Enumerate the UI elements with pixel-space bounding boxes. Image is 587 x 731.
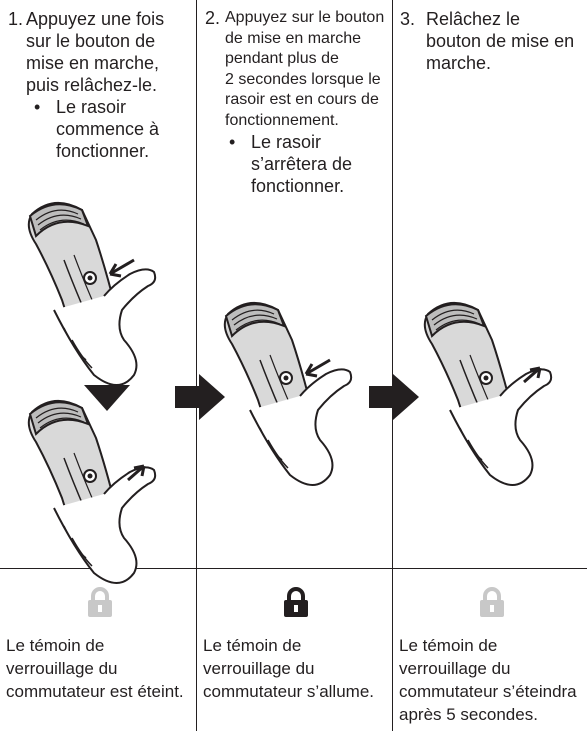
lock-icon — [480, 587, 504, 617]
column-divider — [392, 0, 393, 731]
step-line: fonctionnement. — [225, 111, 339, 129]
step-line: Relâchez le — [426, 9, 521, 29]
step-line: puis relâchez-le. — [26, 75, 158, 95]
step-line: sur le bouton de — [26, 31, 156, 51]
step-line: 2 secondes lorsque le — [225, 70, 381, 88]
step-line: Appuyez une fois — [26, 9, 165, 29]
step-1-instructions: 1. Appuyez une fois sur le bouton de mis… — [8, 8, 194, 162]
step-number: 3. — [400, 9, 416, 29]
bullet-line: s’arrêtera de — [251, 154, 353, 174]
indicator-line: commutateur s’allume. — [203, 682, 375, 701]
indicator-line: Le témoin de — [399, 636, 498, 655]
step-number: 2. — [205, 8, 221, 28]
indicator-line: verrouillage du — [203, 659, 315, 678]
step-3-instructions: 3. Relâchez le bouton de mise en marche. — [400, 8, 586, 74]
bullet-dot: • — [229, 132, 236, 152]
right-arrow-icon — [369, 374, 419, 420]
indicator-line: Le témoin de — [6, 636, 105, 655]
lock-icon — [88, 587, 112, 617]
indicator-line: commutateur s’éteindra — [399, 682, 577, 701]
indicator-line: après 5 secondes. — [399, 705, 538, 724]
release-arrow-icon — [127, 464, 146, 482]
indicator-line: verrouillage du — [399, 659, 511, 678]
shaver-release-illustration — [27, 399, 157, 584]
press-arrow-icon — [108, 258, 135, 278]
bullet-line: fonctionner. — [56, 141, 150, 161]
right-arrow-icon — [175, 374, 225, 420]
indicator-3-text: Le témoin de verrouillage du commutateur… — [399, 634, 587, 726]
step-line: pendant plus de — [225, 50, 339, 67]
indicator-line: commutateur est éteint. — [6, 682, 184, 701]
lock-icon — [284, 587, 308, 617]
step-number: 1. — [8, 9, 24, 29]
indicator-2-text: Le témoin de verrouillage du commutateur… — [203, 634, 393, 703]
column-divider — [196, 0, 197, 731]
shaver-release-illustration — [423, 301, 553, 486]
row-divider — [0, 568, 587, 569]
bullet-line: Le rasoir — [56, 97, 127, 117]
bullet-line: fonctionner. — [251, 176, 345, 196]
shaver-hold-illustration — [223, 301, 353, 486]
step-2-instructions: 2. Appuyez sur le bouton de mise en marc… — [205, 8, 391, 197]
step-line: rasoir est en cours de — [225, 91, 379, 108]
step-line: bouton de mise en — [426, 31, 575, 51]
bullet-line: Le rasoir — [251, 132, 322, 152]
indicator-line: Le témoin de — [203, 636, 302, 655]
shaver-press-illustration — [27, 201, 157, 386]
release-arrow-icon — [523, 366, 542, 384]
step-line: marche. — [426, 53, 492, 73]
step-line: de mise en marche — [225, 29, 362, 47]
step-line: mise en marche, — [26, 53, 160, 73]
indicator-line: verrouillage du — [6, 659, 118, 678]
bullet-line: commence à — [56, 119, 160, 139]
indicator-1-text: Le témoin de verrouillage du commutateur… — [6, 634, 196, 703]
bullet-dot: • — [34, 97, 41, 117]
step-line: Appuyez sur le bouton — [225, 9, 385, 26]
lock-shackle — [91, 587, 109, 601]
down-arrow-icon — [84, 385, 130, 411]
press-arrow-icon — [304, 358, 331, 378]
